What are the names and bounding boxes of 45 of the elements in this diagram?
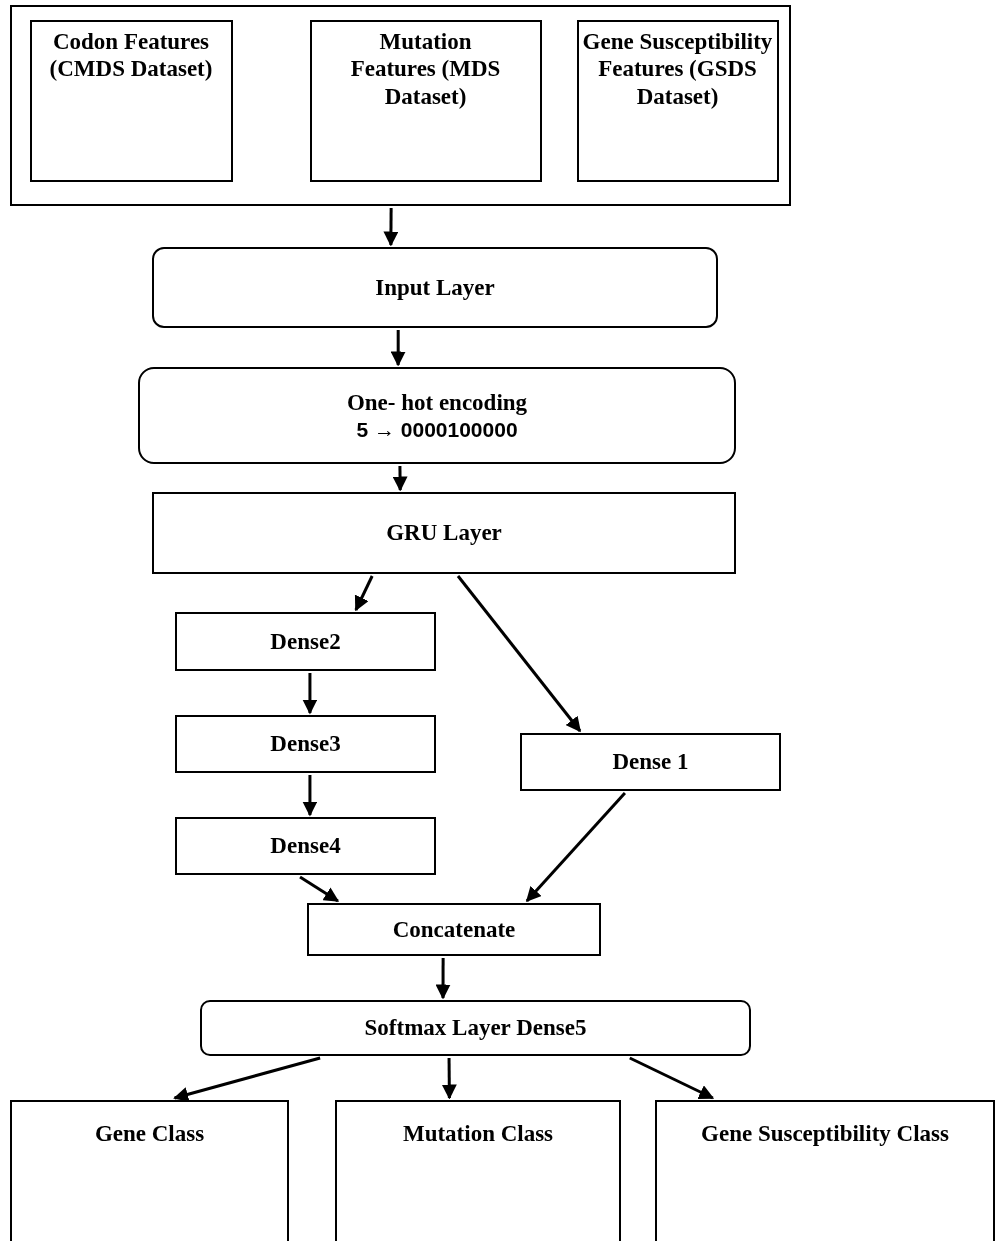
node-label: Gene Susceptibility Class [701, 1120, 949, 1148]
node-label: Dense 1 [612, 748, 689, 776]
node-label: Codon Features (CMDS Dataset) [48, 27, 214, 83]
arrow [383, 208, 399, 247]
arrow [354, 575, 374, 612]
process-box [29, 19, 233, 182]
node-label: One- hot encoding [346, 389, 528, 417]
arrow [302, 673, 318, 715]
node-label: Input Layer [375, 273, 495, 302]
arrow [441, 1058, 457, 1100]
rounded-box [200, 1000, 751, 1056]
encoding-example: 5 → 0000100000 [356, 416, 518, 442]
node-label: Dense3 [270, 730, 341, 758]
arrow [390, 330, 406, 367]
process-box [655, 1100, 995, 1241]
process-box [175, 715, 436, 773]
process-box [335, 1100, 621, 1241]
node-label: Softmax Layer Dense5 [364, 1014, 587, 1042]
node-label: Gene Class [94, 1120, 205, 1148]
node-label: GRU Layer [386, 519, 502, 547]
arrow [392, 466, 408, 492]
arrow [629, 1056, 715, 1100]
process-box [175, 612, 436, 671]
arrow [435, 958, 451, 1000]
process-box [10, 1100, 289, 1241]
process-box [309, 19, 542, 182]
process-box [576, 19, 779, 182]
arrow [525, 792, 627, 903]
rounded-box [152, 247, 718, 328]
arrow [173, 1056, 321, 1102]
process-box [152, 492, 736, 574]
node-label: Mutation Features (MDS Dataset) [350, 27, 501, 111]
arrow [302, 775, 318, 817]
node-label: Dense2 [270, 627, 341, 656]
node-label: Gene Susceptibility Features (GSDS Dataset) [582, 27, 773, 111]
process-box [307, 903, 601, 956]
process-box [520, 733, 781, 791]
frame-box [10, 5, 791, 206]
node-label: Dense4 [270, 832, 341, 860]
node-label: Mutation Class [402, 1120, 554, 1148]
node-label: Concatenate [392, 915, 516, 944]
arrow [456, 575, 582, 733]
arrow [299, 875, 340, 903]
rounded-box [138, 367, 736, 464]
process-box [175, 817, 436, 875]
